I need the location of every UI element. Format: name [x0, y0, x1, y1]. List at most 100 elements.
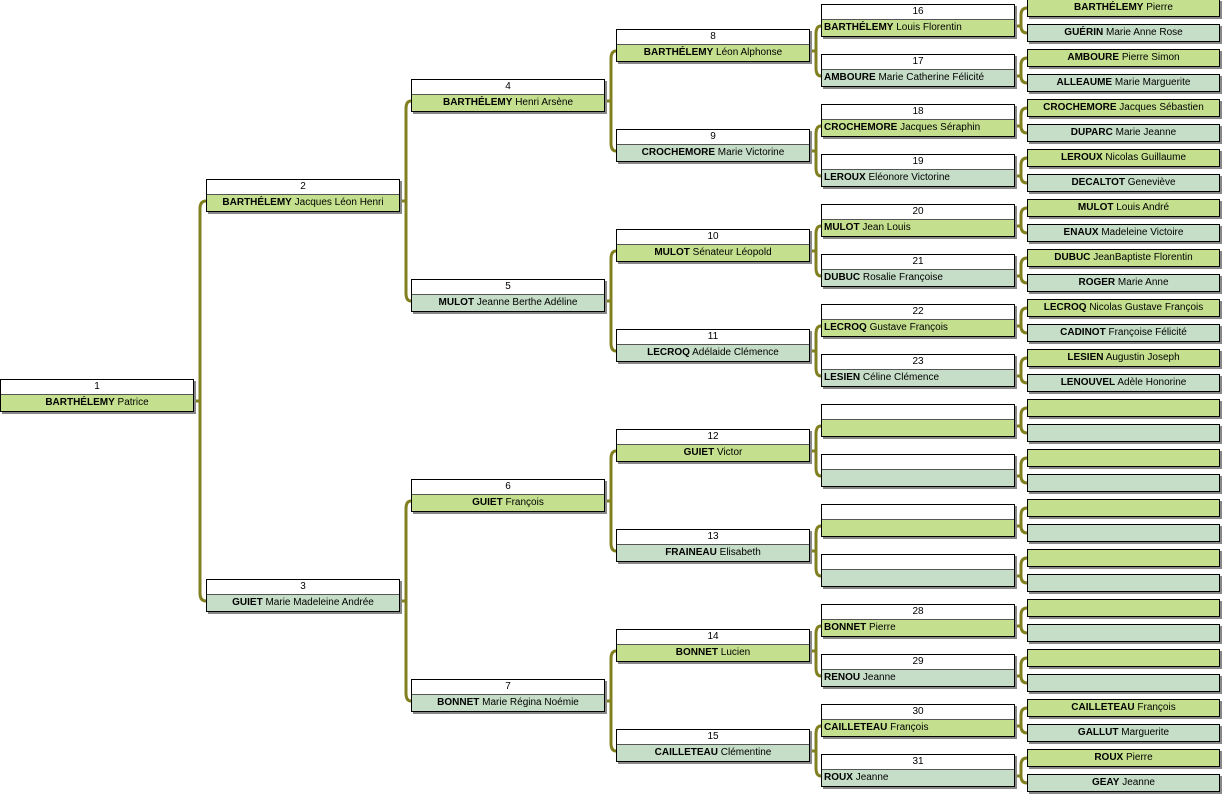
connector-line	[814, 324, 822, 378]
surname: DUPARC	[1070, 127, 1113, 138]
given-names: Jacques Séraphin	[900, 122, 981, 133]
ancestor-box-gen6[interactable]	[1027, 499, 1220, 517]
ancestor-box-gen6[interactable]: MULOT Louis André	[1027, 199, 1220, 217]
ancestor-box-gen6[interactable]: GUÉRIN Marie Anne Rose	[1027, 24, 1220, 42]
given-names: Louis Florentin	[896, 22, 962, 33]
ancestor-box-gen6[interactable]: DECALTOT Geneviève	[1027, 174, 1220, 192]
surname: MULOT	[1077, 202, 1114, 213]
ancestor-box-gen6[interactable]: ROUX Pierre	[1027, 749, 1220, 767]
ancestor-box-gen6[interactable]	[1027, 649, 1220, 667]
ancestor-box-gen6[interactable]: DUBUC JeanBaptiste Florentin	[1027, 249, 1220, 267]
ancestor-box[interactable]	[821, 404, 1015, 437]
sosa-number: 4	[412, 80, 604, 94]
ancestor-box-gen6[interactable]	[1027, 599, 1220, 617]
ancestor-name: RENOU Jeanne	[822, 669, 1014, 686]
given-names: François	[1137, 702, 1176, 713]
sosa-number: 7	[412, 680, 604, 694]
ancestor-box-gen6[interactable]: CROCHEMORE Jacques Sébastien	[1027, 99, 1220, 117]
ancestor-box[interactable]	[821, 454, 1015, 487]
ancestor-box-gen6[interactable]: ALLEAUME Marie Marguerite	[1027, 74, 1220, 92]
connector-line	[814, 724, 822, 778]
given-names: Madeleine Victoire	[1101, 227, 1184, 238]
ancestor-name: GUIET François	[412, 494, 604, 511]
ancestor-box-gen6[interactable]	[1027, 399, 1220, 417]
ancestor-box-gen6[interactable]	[1027, 674, 1220, 692]
ancestor-box-gen6[interactable]: AMBOURE Pierre Simon	[1027, 49, 1220, 67]
ancestor-box-gen6[interactable]: BARTHÉLEMY Pierre	[1027, 0, 1220, 17]
ancestor-name: GUIET Marie Madeleine Andrée	[207, 594, 399, 611]
surname: RENOU	[824, 672, 861, 683]
ancestor-box-gen6[interactable]	[1027, 424, 1220, 442]
ancestor-name: MULOT Jean Louis	[822, 219, 1014, 236]
surname: BARTHÉLEMY	[45, 397, 115, 408]
ancestor-box-gen6[interactable]: LESIEN Augustin Joseph	[1027, 349, 1220, 367]
ancestor-name	[822, 519, 1014, 536]
surname: ALLEAUME	[1056, 77, 1113, 88]
sosa-number	[822, 455, 1014, 469]
surname: MULOT	[438, 297, 475, 308]
ancestor-box-gen6[interactable]	[1027, 524, 1220, 542]
surname: BARTHÉLEMY	[442, 97, 513, 108]
connector-line	[1019, 206, 1028, 235]
ancestor-box-gen6[interactable]: LEROUX Nicolas Guillaume	[1027, 149, 1220, 167]
sosa-number: 31	[822, 755, 1014, 769]
given-names: Jeanne	[1122, 777, 1155, 788]
ancestor-name: AMBOURE Marie Catherine Félicité	[822, 69, 1014, 86]
ancestor-box-gen6[interactable]	[1027, 574, 1220, 592]
connector-line	[1019, 706, 1028, 735]
sosa-number	[822, 555, 1014, 569]
given-names: Clémentine	[720, 747, 772, 758]
ancestor-box-gen6[interactable]: ENAUX Madeleine Victoire	[1027, 224, 1220, 242]
ancestor-box-gen6[interactable]: DUPARC Marie Jeanne	[1027, 124, 1220, 142]
given-names: Marguerite	[1121, 727, 1170, 738]
sosa-number	[822, 405, 1014, 419]
sosa-number: 13	[617, 530, 809, 544]
ancestor-box-gen6[interactable]	[1027, 549, 1220, 567]
surname: GALLUT	[1077, 727, 1119, 738]
ancestor-box-gen6[interactable]: LECROQ Nicolas Gustave François	[1027, 299, 1220, 317]
ancestor-box-gen6[interactable]	[1027, 449, 1220, 467]
ancestor-box[interactable]	[821, 504, 1015, 537]
surname: BONNET	[824, 622, 867, 633]
sosa-number: 22	[822, 305, 1014, 319]
ancestor-box[interactable]	[821, 554, 1015, 587]
ancestor-box-gen6[interactable]	[1027, 474, 1220, 492]
ancestor-box-gen6[interactable]: GEAY Jeanne	[1027, 774, 1220, 792]
connector-line	[1019, 406, 1028, 435]
ancestor-box-gen6[interactable]: ROGER Marie Anne	[1027, 274, 1220, 292]
ancestor-box-gen6[interactable]: CAILLETEAU François	[1027, 699, 1220, 717]
connector-line	[1019, 106, 1028, 135]
given-names: Jacques Léon Henri	[294, 197, 384, 208]
ancestor-box-gen6[interactable]: CADINOT Françoise Félicité	[1027, 324, 1220, 342]
ancestor-box-gen6[interactable]	[1027, 624, 1220, 642]
ancestor-box-gen6[interactable]: GALLUT Marguerite	[1027, 724, 1220, 742]
ancestor-box-gen6[interactable]: LENOUVEL Adèle Honorine	[1027, 374, 1220, 392]
